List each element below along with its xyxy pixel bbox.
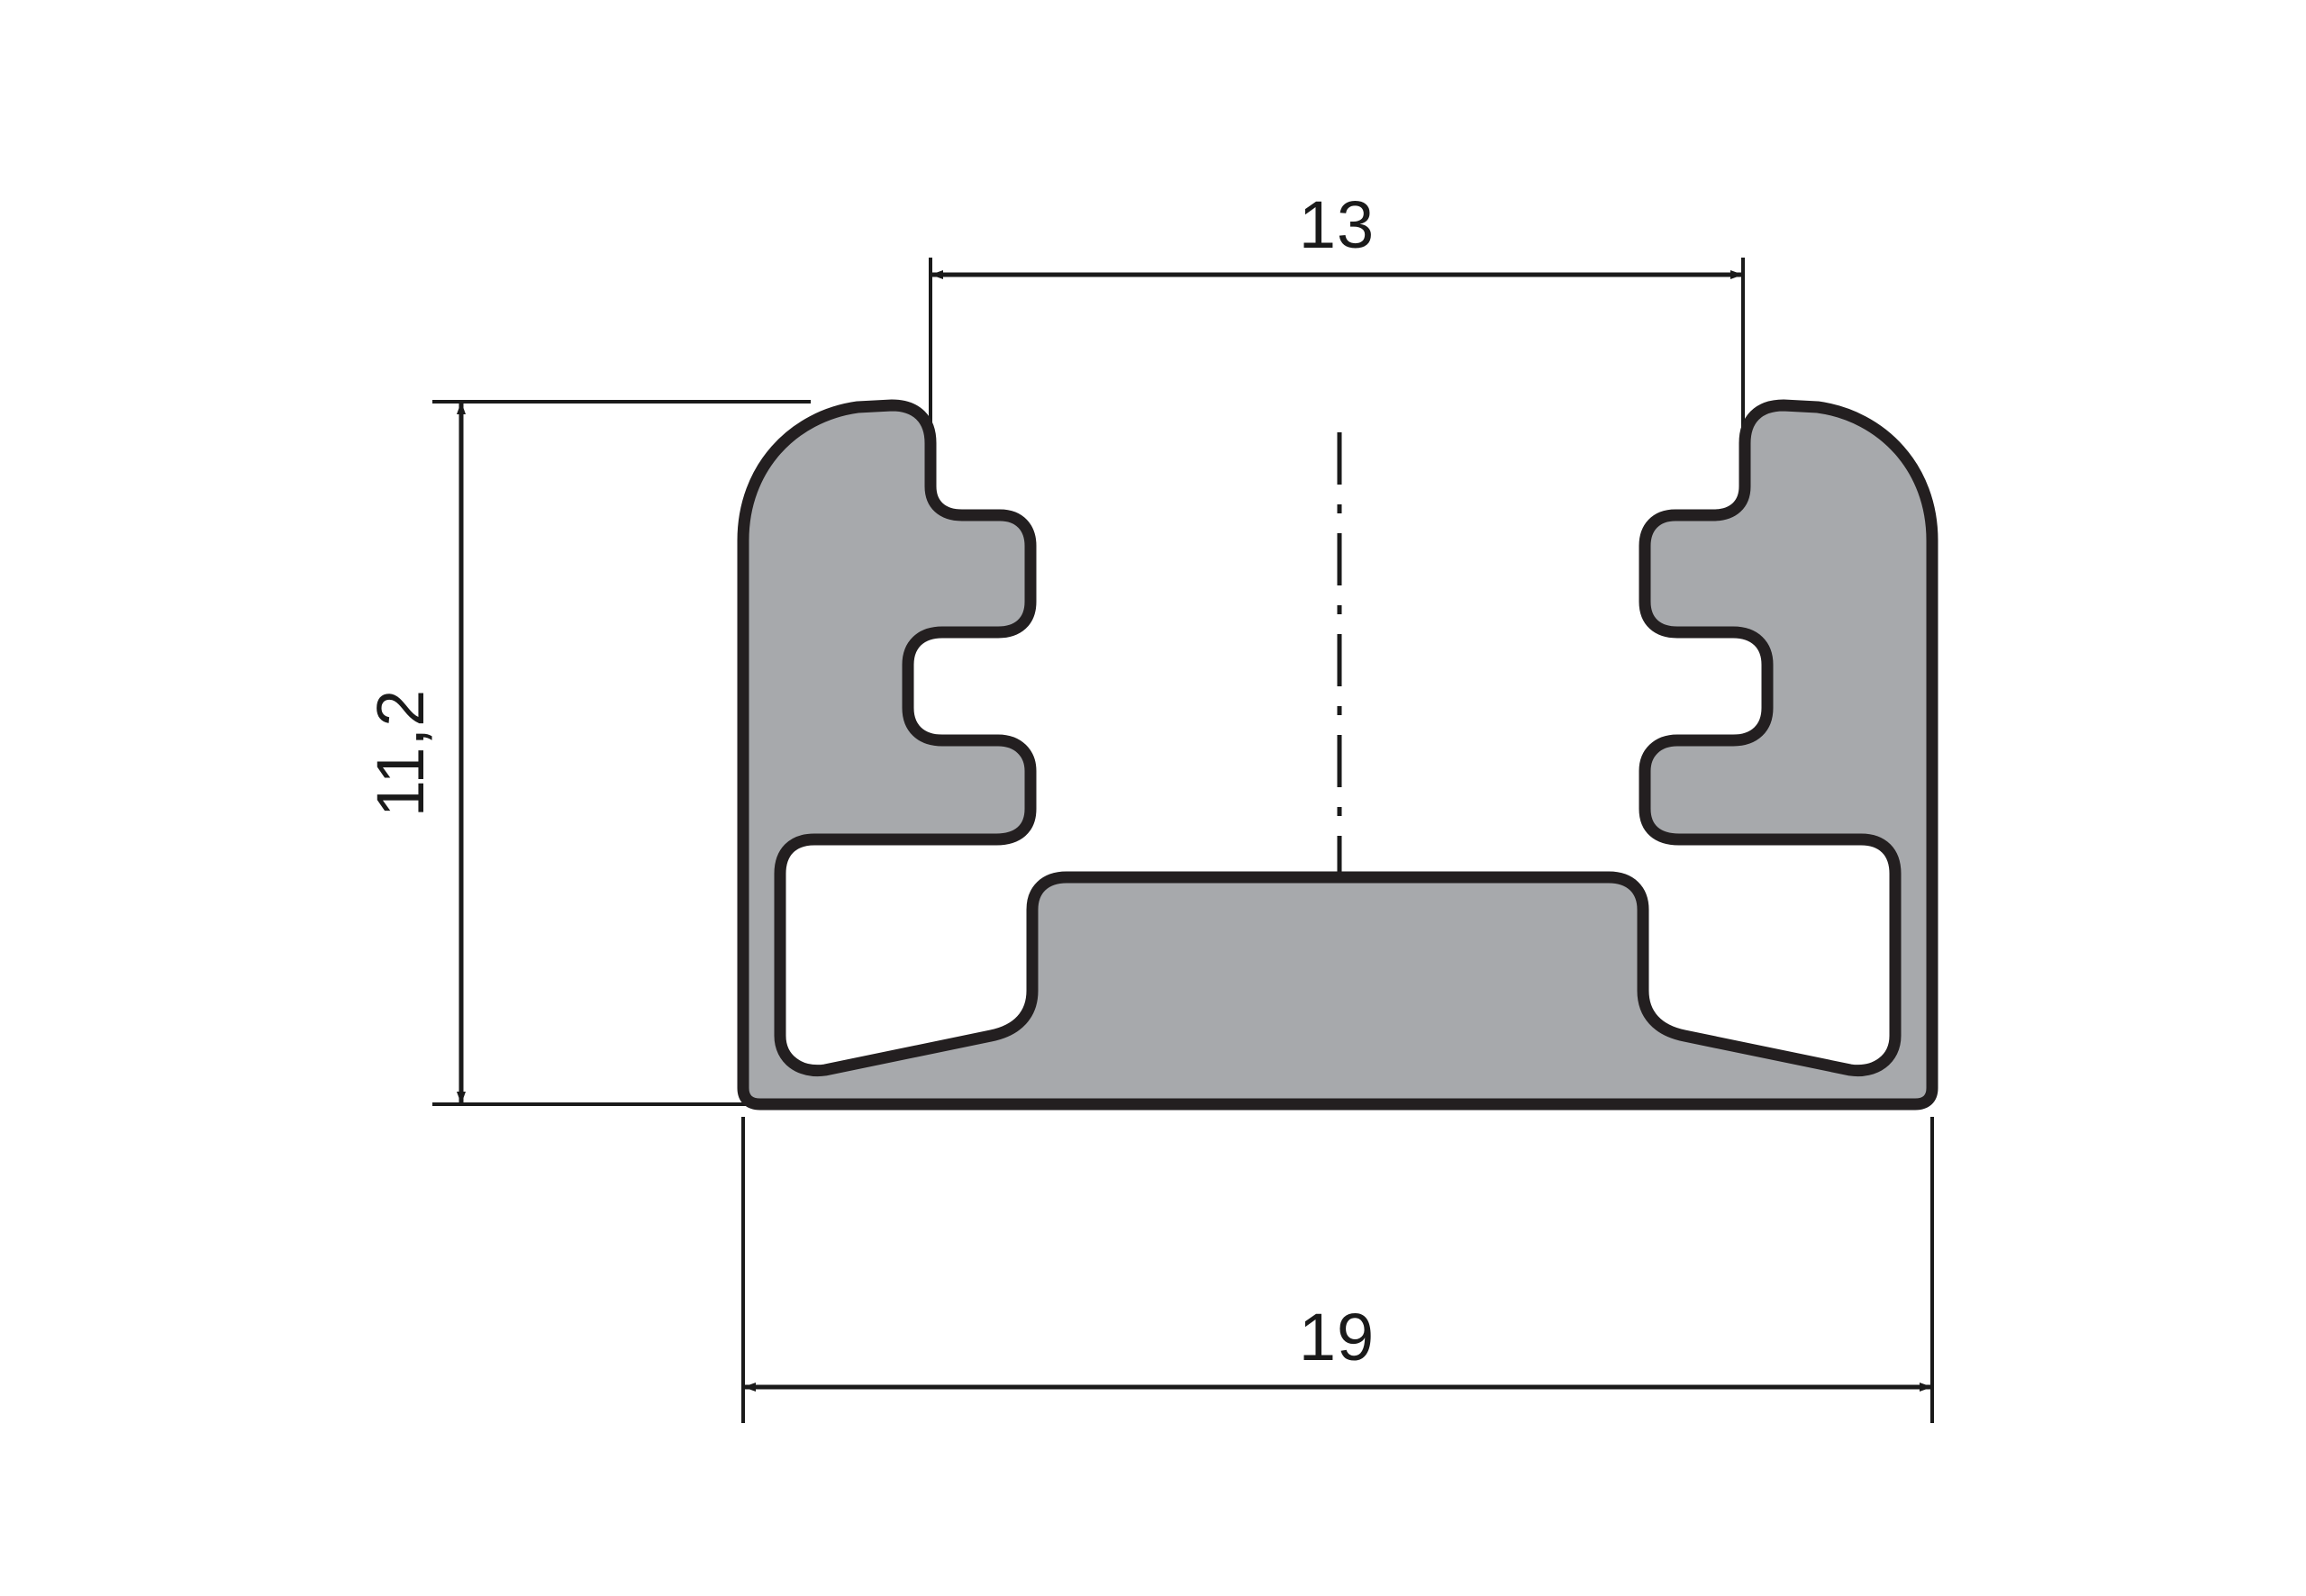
profile-cross-section [737,399,1938,1111]
dimension-label-13: 13 [1299,187,1375,262]
dimension-lines [457,270,1932,1392]
dimension-label-112: 11,2 [363,689,438,818]
profile-outline-path [737,399,1938,1111]
dimension-label-19: 19 [1299,1300,1375,1374]
dimension-labels: 13 11,2 19 [363,187,1375,1374]
